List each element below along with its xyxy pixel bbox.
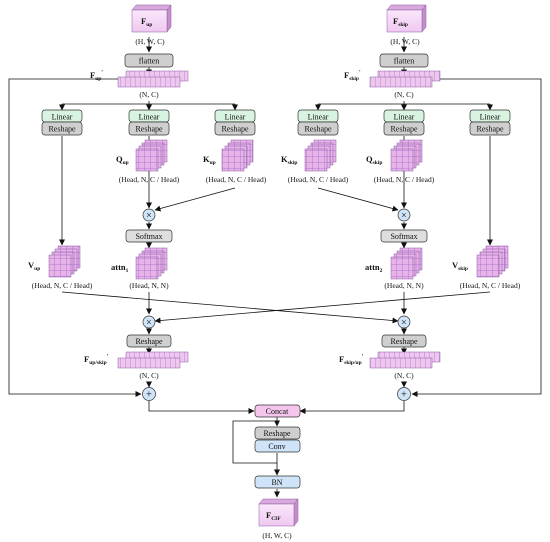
reshape-label-q-skip: Reshape (390, 125, 418, 134)
v-skip-label: Vskip (452, 260, 468, 272)
q-up-shape: (Head, N, C / Head) (119, 175, 180, 184)
softmax-label-right: Softmax (390, 232, 417, 241)
flatten-label-right: flatten (394, 57, 414, 66)
v-up-shape: (Head, N, C / Head) (32, 281, 93, 290)
k-up-label: Kup (203, 154, 216, 166)
multiply-symbol-left-2: × (146, 318, 152, 329)
concat-box (254, 404, 301, 418)
reshape-label-left-2: Reshape (135, 337, 163, 346)
f-cif-output-cube (258, 498, 299, 527)
linear-reshape-q-skip (383, 109, 425, 136)
concat-label: Concat (266, 407, 289, 416)
attn1-tensor (135, 247, 168, 280)
f-skip-shape: (H, W, C) (390, 37, 420, 46)
f-skip-prime-label: Fskip′ (344, 70, 361, 82)
multiply-node-right-2 (397, 315, 411, 329)
f-skip-up-token-strip (369, 351, 441, 369)
add-symbol-left: + (146, 390, 152, 401)
k-skip-label: Kskip (281, 154, 297, 166)
multiply-node-left-2 (142, 315, 156, 329)
softmax-label-left: Softmax (135, 232, 162, 241)
linear-label-v-up: Linear (52, 113, 73, 122)
linear-label-q-up: Linear (139, 113, 160, 122)
attn2-label: attn2 (365, 262, 383, 274)
f-up-token-shape: (N, C) (139, 90, 159, 99)
multiply-symbol-right-2: × (401, 318, 407, 329)
bn-label: BN (271, 478, 282, 487)
f-up-skip-label: Fup/skip′ (84, 354, 109, 366)
softmax-box-right (380, 229, 428, 243)
f-up-input-cube (131, 4, 172, 33)
v-skip-tensor (476, 245, 509, 278)
conv-label: Conv (268, 442, 285, 451)
reshape-label-right-2: Reshape (390, 337, 418, 346)
f-cif-label: FCIF (266, 510, 281, 522)
reshape-label-v-up: Reshape (48, 125, 76, 134)
v-up-label: Vup (28, 260, 40, 272)
linear-label-k-up: Linear (225, 113, 246, 122)
attn2-tensor (390, 247, 423, 280)
k-skip-tensor (304, 139, 337, 172)
f-skip-token-shape: (N, C) (394, 90, 414, 99)
multiply-symbol-left: × (146, 211, 152, 222)
f-cif-shape: (H, W, C) (262, 531, 292, 540)
bn-box (254, 475, 301, 489)
linear-reshape-v-up (41, 109, 83, 136)
flatten-label-left: flatten (139, 57, 159, 66)
linear-reshape-k-up (214, 109, 256, 136)
fusion-reshape-box (254, 426, 301, 440)
add-symbol-right: + (401, 390, 407, 401)
q-skip-tensor (390, 139, 423, 172)
linear-label-k-skip: Linear (308, 113, 329, 122)
f-up-prime-label: Fup′ (90, 70, 103, 82)
linear-label-v-skip: Linear (480, 113, 501, 122)
f-skip-input-cube (386, 4, 427, 33)
linear-label-q-skip: Linear (394, 113, 415, 122)
reshape-label-q-up: Reshape (135, 125, 163, 134)
v-skip-shape: (Head, N, C / Head) (460, 281, 521, 290)
multiply-node-left (142, 208, 156, 222)
f-up-skip-token-strip (117, 351, 189, 369)
f-skip-label: Fskip (393, 16, 408, 28)
flatten-box-right (379, 53, 429, 68)
linear-reshape-k-skip (297, 109, 339, 136)
f-up-shape: (H, W, C) (135, 37, 165, 46)
v-up-tensor (48, 245, 81, 278)
attn1-label: attn1 (111, 262, 129, 274)
attn1-shape: (Head, N, N) (129, 281, 169, 290)
reshape-label-v-skip: Reshape (476, 125, 504, 134)
multiply-symbol-right: × (401, 211, 407, 222)
linear-reshape-v-skip (469, 109, 511, 136)
reshape-box-left-2 (126, 334, 172, 348)
f-up-token-strip (117, 70, 189, 88)
reshape-label-k-skip: Reshape (304, 125, 332, 134)
multiply-node-right (397, 208, 411, 222)
linear-reshape-q-up (128, 109, 170, 136)
connectors (8, 37, 542, 498)
q-skip-shape: (Head, N, C / Head) (374, 175, 435, 184)
add-node-right (397, 387, 411, 401)
flatten-box-left (124, 53, 174, 68)
fusion-reshape-label: Reshape (263, 429, 291, 438)
q-skip-label: Qskip (366, 154, 382, 166)
q-up-label: Qup (116, 154, 129, 166)
f-skip-up-label: Fskip/up′ (339, 354, 364, 366)
f-up-label: Fup (141, 16, 152, 28)
f-up-skip-shape: (N, C) (139, 371, 159, 380)
reshape-label-k-up: Reshape (221, 125, 249, 134)
conv-box (254, 439, 301, 453)
reshape-box-right-2 (381, 334, 427, 348)
attn2-shape: (Head, N, N) (384, 281, 424, 290)
f-skip-up-shape: (N, C) (394, 371, 414, 380)
k-up-tensor (221, 139, 254, 172)
f-skip-token-strip (369, 70, 441, 88)
k-skip-shape: (Head, N, C / Head) (288, 175, 349, 184)
k-up-shape: (Head, N, C / Head) (206, 175, 267, 184)
q-up-tensor (135, 139, 168, 172)
softmax-box-left (125, 229, 173, 243)
add-node-left (142, 387, 156, 401)
